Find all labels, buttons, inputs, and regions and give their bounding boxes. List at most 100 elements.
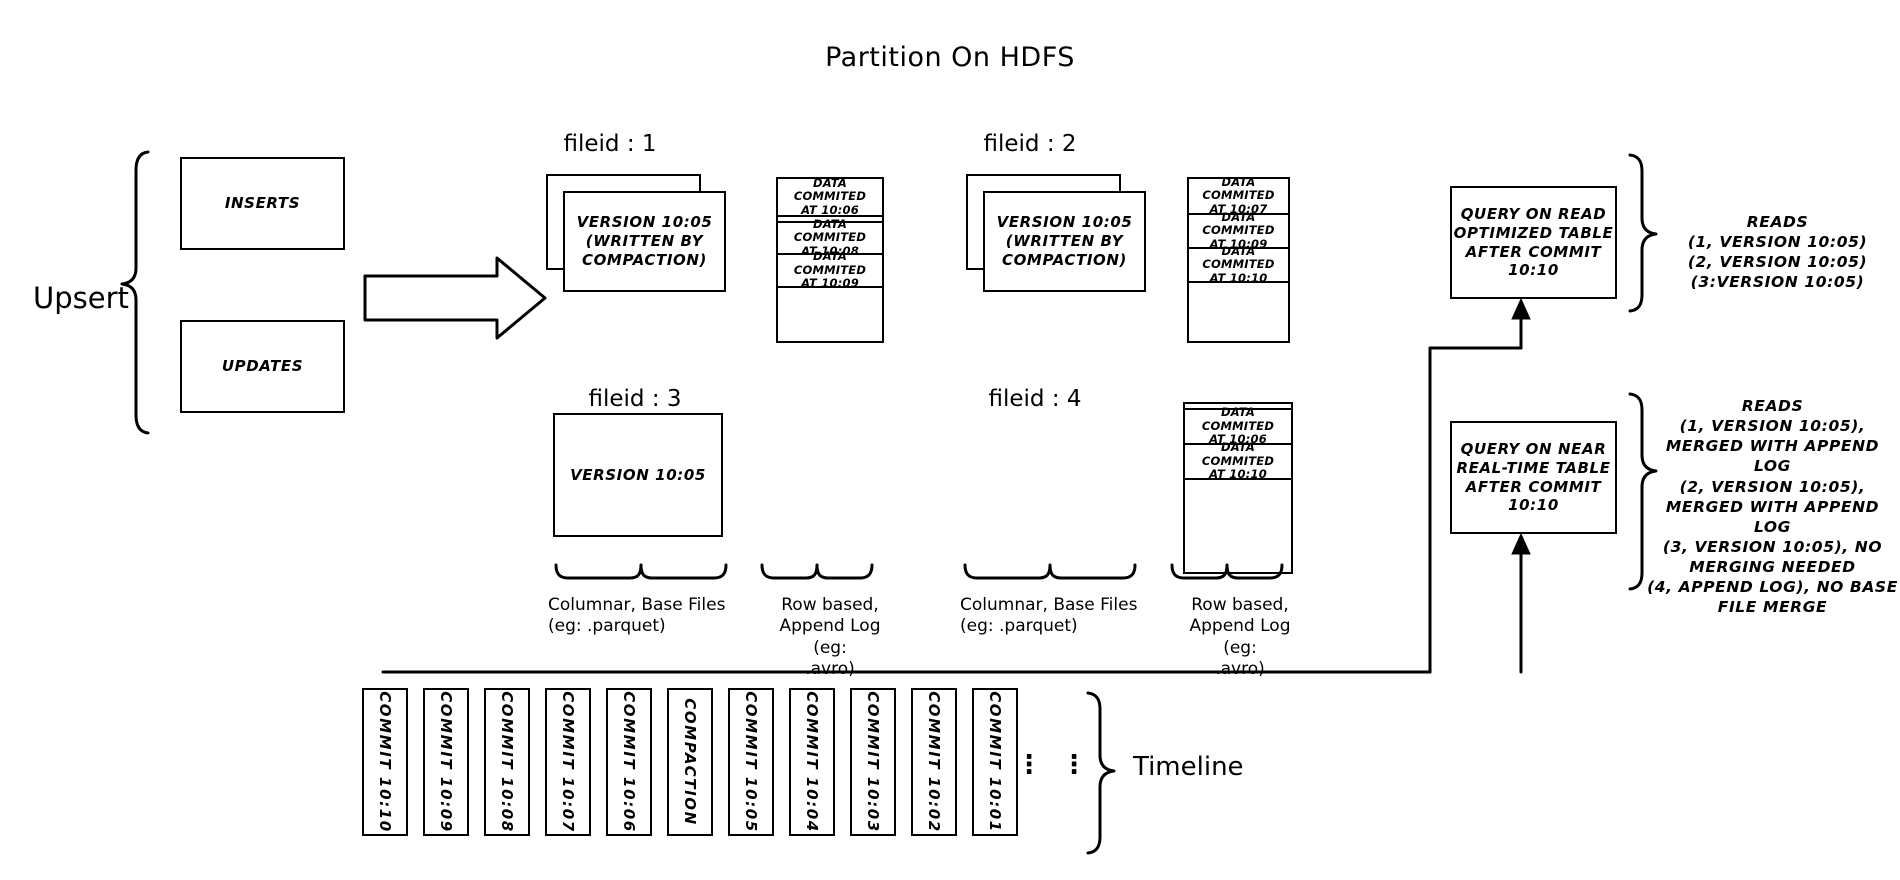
reads-line: MERGED WITH APPEND LOG xyxy=(1665,437,1880,476)
timeline-chip-label: COMPACTION xyxy=(681,698,700,826)
reads-line: FILE MERGE xyxy=(1717,598,1828,617)
fileid-3-base-file: VERSION 10:05 xyxy=(553,413,723,537)
timeline-chip-label: COMMIT 10:02 xyxy=(925,691,944,833)
caption-line-1: Row based, xyxy=(1191,595,1289,615)
fileid-2-base-file: VERSION 10:05 (WRITTEN BY COMPACTION) xyxy=(983,191,1146,292)
fileid-3-base-file-text: VERSION 10:05 xyxy=(570,465,706,484)
reads-read-optimized: READS (1, VERSION 10:05) (2, VERSION 10:… xyxy=(1655,212,1900,293)
log-entry-line1: DATA COMMITED xyxy=(793,175,867,204)
log-entry: DATA COMMITED AT 10:08 xyxy=(778,217,882,257)
timeline-chip-7[interactable]: COMMIT 10:05 xyxy=(728,688,774,836)
log-top-strip xyxy=(1185,404,1291,410)
log-entry: DATA COMMITED AT 10:09 xyxy=(778,249,882,290)
query-line-2: OPTIMIZED TABLE xyxy=(1453,223,1614,242)
arrowhead-read-optimized xyxy=(1511,297,1531,320)
brace-timeline xyxy=(1086,691,1116,855)
query-line-3: AFTER COMMIT xyxy=(1465,477,1602,496)
query-line-1: QUERY ON NEAR xyxy=(1460,440,1607,458)
caption-line-3: .avro) xyxy=(805,659,855,680)
fileid-2-base-file-text: VERSION 10:05 (WRITTEN BY COMPACTION) xyxy=(997,213,1133,269)
caption-line-1: Row based, xyxy=(781,595,879,615)
caption-rowlog-left: Row based, Append Log (eg: .avro) xyxy=(760,595,900,681)
reads-line: (3, VERSION 10:05), NO xyxy=(1662,537,1883,556)
timeline-chip-2[interactable]: COMMIT 10:09 xyxy=(423,688,469,836)
reads-title: READS xyxy=(1741,397,1804,415)
reads-near-real-time: READS (1, VERSION 10:05), MERGED WITH AP… xyxy=(1645,396,1900,618)
base-line-1: VERSION 10:05 xyxy=(996,213,1133,232)
timeline-chip-label: COMMIT 10:06 xyxy=(620,691,639,833)
reads-line: MERGING NEEDED xyxy=(1689,558,1856,577)
timeline-chip-9[interactable]: COMMIT 10:03 xyxy=(850,688,896,836)
timeline-chip-label: COMMIT 10:05 xyxy=(742,691,761,833)
upsert-label: Upsert xyxy=(33,281,129,315)
log-entry-line1: DATA COMMITED xyxy=(1202,243,1275,272)
timeline-chip-10[interactable]: COMMIT 10:02 xyxy=(911,688,957,836)
fileid-1-heading: fileid : 1 xyxy=(563,131,657,157)
fileid-1-append-log: DATA COMMITED AT 10:06 DATA COMMITED AT … xyxy=(776,175,884,343)
base-line-3: COMPACTION) xyxy=(581,250,708,269)
fileid-2-heading: fileid : 2 xyxy=(983,131,1077,157)
log-entry-line2: AT 10:10 xyxy=(1209,467,1267,482)
caption-line-2: (eg: .parquet) xyxy=(548,616,666,637)
reads-line: (2, VERSION 10:05) xyxy=(1687,253,1868,272)
inserts-box: INSERTS xyxy=(180,157,345,250)
timeline-ellipsis-1: ⋮ xyxy=(1016,750,1042,780)
log-entry: DATA COMMITED AT 10:10 xyxy=(1185,440,1291,482)
reads-title: READS xyxy=(1746,213,1809,231)
query-read-optimized-text: QUERY ON READ OPTIMIZED TABLE AFTER COMM… xyxy=(1454,205,1614,280)
fileid-2-append-log: DATA COMMITED AT 10:07 DATA COMMITED AT … xyxy=(1187,174,1290,343)
log-entry: DATA COMMITED AT 10:10 xyxy=(1189,244,1288,285)
reads-line: (3:VERSION 10:05) xyxy=(1690,273,1865,292)
timeline-chip-11[interactable]: COMMIT 10:01 xyxy=(972,688,1018,836)
log-entry-line2: AT 10:06 xyxy=(801,202,859,217)
log-entry: DATA COMMITED AT 10:09 xyxy=(1189,210,1288,250)
caption-line-2: (eg: .parquet) xyxy=(960,616,1078,637)
log-empty-space xyxy=(1185,480,1291,570)
reads-line: (4, APPEND LOG), NO BASE xyxy=(1647,578,1898,597)
timeline-label: Timeline xyxy=(1133,752,1244,782)
query-line-4: 10:10 xyxy=(1508,261,1559,280)
fileid-4-append-log: DATA COMMITED AT 10:06 DATA COMMITED AT … xyxy=(1183,402,1293,574)
timeline-chip-label: COMMIT 10:07 xyxy=(559,691,578,833)
brace-columnar-left xyxy=(554,563,728,580)
timeline-chip-3[interactable]: COMMIT 10:08 xyxy=(484,688,530,836)
caption-line-1: Columnar, Base Files xyxy=(960,595,1138,615)
log-entry-line1: DATA COMMITED xyxy=(793,249,867,277)
brace-reads-read-optimized xyxy=(1628,153,1658,313)
log-empty-space xyxy=(1189,283,1288,340)
timeline-chip-8[interactable]: COMMIT 10:04 xyxy=(789,688,835,836)
commit-arrow-label: Commit 10:10 xyxy=(368,282,532,308)
reads-line: MERGED WITH APPEND LOG xyxy=(1665,497,1880,536)
log-entry-line2: AT 10:10 xyxy=(1209,270,1268,285)
caption-line-1: Columnar, Base Files xyxy=(548,595,726,615)
timeline-chip-label: COMMIT 10:01 xyxy=(986,691,1005,833)
timeline-chip-6[interactable]: COMPACTION xyxy=(667,688,713,836)
query-near-real-time-text: QUERY ON NEAR REAL-TIME TABLE AFTER COMM… xyxy=(1456,440,1610,515)
caption-line-2: Append Log (eg: xyxy=(779,616,881,658)
caption-rowlog-right: Row based, Append Log (eg: .avro) xyxy=(1170,595,1310,681)
base-line-2: (WRITTEN BY xyxy=(1005,232,1124,251)
query-read-optimized-box[interactable]: QUERY ON READ OPTIMIZED TABLE AFTER COMM… xyxy=(1450,186,1617,299)
timeline-chip-5[interactable]: COMMIT 10:06 xyxy=(606,688,652,836)
log-entry-line1: DATA COMMITED xyxy=(1202,174,1275,203)
log-entry-line2: AT 10:07 xyxy=(1209,201,1268,216)
timeline-chip-4[interactable]: COMMIT 10:07 xyxy=(545,688,591,836)
base-line-3: COMPACTION) xyxy=(1001,250,1128,269)
query-line-3: AFTER COMMIT xyxy=(1465,242,1602,261)
log-entry: DATA COMMITED AT 10:06 xyxy=(1185,405,1291,446)
timeline-chip-1[interactable]: COMMIT 10:10 xyxy=(362,688,408,836)
inserts-label: INSERTS xyxy=(224,194,301,213)
fileid-3-heading: fileid : 3 xyxy=(588,386,682,412)
log-entry-line1: DATA COMMITED xyxy=(1201,405,1275,433)
caption-columnar-left: Columnar, Base Files (eg: .parquet) xyxy=(548,595,748,638)
fileid-1-base-file: VERSION 10:05 (WRITTEN BY COMPACTION) xyxy=(563,191,726,292)
brace-rowlog-left xyxy=(760,563,874,580)
log-empty-space xyxy=(778,288,882,340)
query-line-1: QUERY ON READ xyxy=(1460,205,1607,223)
base-line-1: VERSION 10:05 xyxy=(576,213,713,232)
query-line-2: REAL-TIME TABLE xyxy=(1456,458,1611,477)
timeline-chip-label: COMMIT 10:09 xyxy=(437,691,456,833)
updates-box: UPDATES xyxy=(180,320,345,413)
query-near-real-time-box[interactable]: QUERY ON NEAR REAL-TIME TABLE AFTER COMM… xyxy=(1450,421,1617,534)
